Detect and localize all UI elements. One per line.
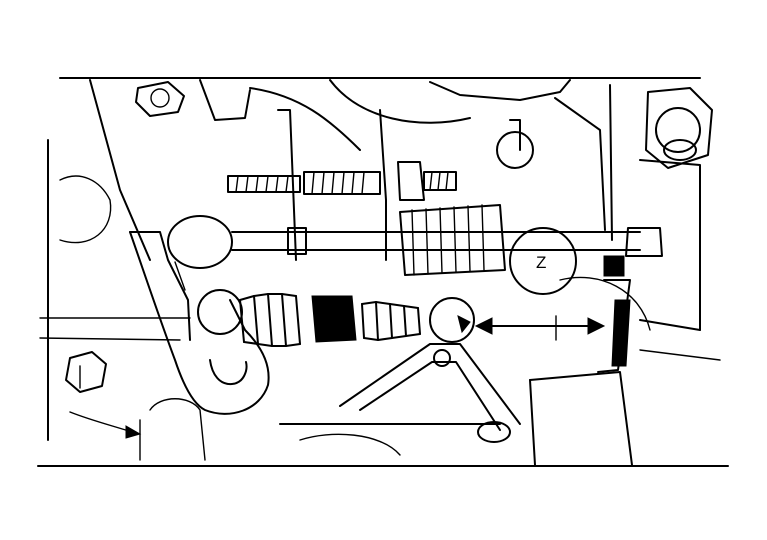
coil-spring-assembly <box>239 293 475 347</box>
measurement-arrow <box>474 315 606 341</box>
callout-z-label: Z <box>536 253 546 272</box>
callout-z-marker: Z <box>509 227 577 295</box>
vertical-posts <box>277 109 534 261</box>
hex-nut-top-right <box>645 87 713 169</box>
control-rod <box>167 215 663 269</box>
threaded-screw-upper <box>227 161 457 201</box>
hex-nut-bottom-left <box>65 351 107 393</box>
lower-bracket <box>279 343 521 443</box>
engine-block-outline <box>39 77 721 466</box>
leader-arrow <box>69 411 142 439</box>
bellows-boot <box>399 204 506 276</box>
operating-lever <box>129 231 270 415</box>
dark-bracket <box>597 255 631 373</box>
hex-nut-top-left <box>135 81 185 117</box>
